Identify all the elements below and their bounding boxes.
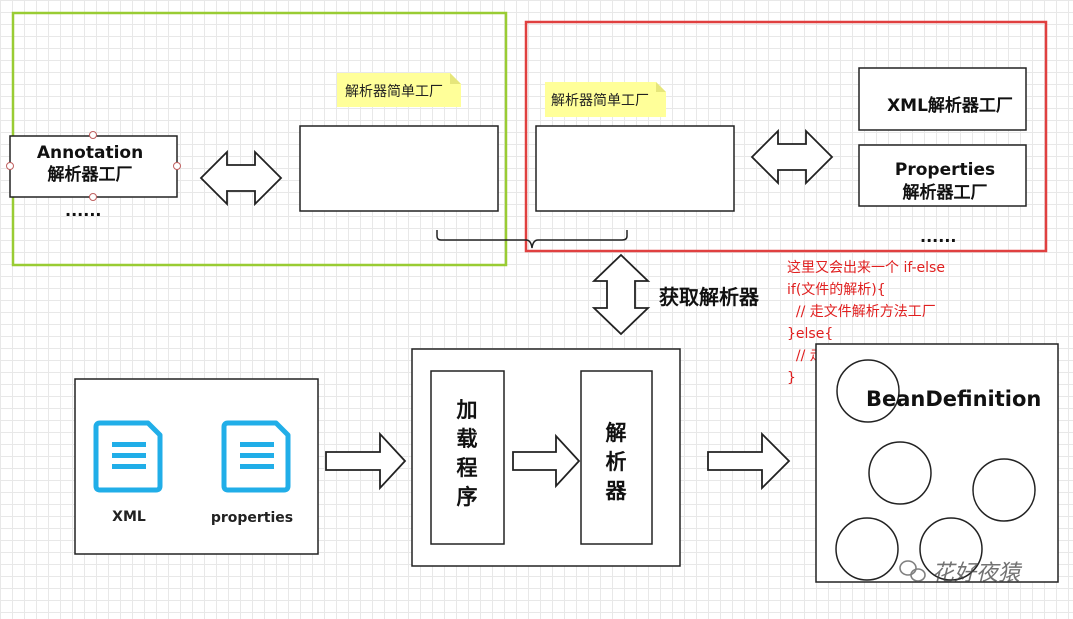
watermark: 花好夜猿 bbox=[899, 560, 1023, 586]
right-note-text: 解析器简单工厂 bbox=[551, 92, 649, 109]
left-double-arrow bbox=[199, 149, 283, 207]
right-sticky-note: 解析器简单工厂 bbox=[545, 82, 666, 117]
left-note-text: 解析器简单工厂 bbox=[345, 83, 443, 100]
left-ellipsis: ······ bbox=[65, 205, 101, 224]
properties-file-icon bbox=[221, 420, 291, 493]
arrow-loader-to-parser bbox=[512, 433, 581, 489]
right-ellipsis: ······ bbox=[920, 231, 956, 250]
properties-file-label: properties bbox=[211, 510, 293, 526]
xml-file-label: XML bbox=[112, 509, 146, 525]
properties-parser-factory-box: Properties 解析器工厂 bbox=[858, 144, 1027, 207]
loader-char-4: 序 bbox=[457, 485, 478, 509]
left-simple-factory-box bbox=[299, 125, 499, 212]
right-double-arrow bbox=[750, 128, 834, 186]
bean-circles bbox=[835, 359, 1036, 581]
annotation-box-line1: Annotation bbox=[37, 143, 143, 163]
loader-char-2: 载 bbox=[457, 427, 478, 451]
xml-file-icon bbox=[93, 420, 163, 493]
xml-factory-label: XML解析器工厂 bbox=[887, 95, 1013, 116]
vertical-double-arrow bbox=[591, 253, 651, 336]
arrow-sources-to-loader bbox=[325, 431, 407, 491]
xml-parser-factory-box: XML解析器工厂 bbox=[858, 67, 1027, 131]
get-parser-label: 获取解析器 bbox=[659, 285, 760, 309]
loader-box: 加 载 程 序 bbox=[430, 370, 505, 545]
annotation-parser-factory-box: Annotation 解析器工厂 bbox=[6, 131, 181, 201]
wechat-logo bbox=[899, 560, 926, 582]
parser-char-1: 解 bbox=[606, 421, 627, 445]
parser-box: 解 析 器 bbox=[580, 370, 653, 545]
grouping-brace bbox=[436, 230, 628, 249]
loader-char-1: 加 bbox=[456, 398, 478, 422]
right-simple-factory-box bbox=[535, 125, 735, 212]
beandefinition-container bbox=[815, 343, 1059, 583]
comment-line-4: }else{ bbox=[787, 326, 833, 342]
beandefinition-label: BeanDefinition bbox=[866, 387, 1041, 411]
parser-char-2: 析 bbox=[606, 450, 627, 474]
right-factory-frame bbox=[524, 20, 1048, 253]
comment-line-3: // 走文件解析方法工厂 bbox=[787, 304, 936, 320]
arrow-parser-to-beandefinition bbox=[707, 431, 791, 491]
loader-char-3: 程 bbox=[457, 456, 478, 480]
properties-factory-line2: 解析器工厂 bbox=[903, 182, 988, 203]
annotation-box-line2: 解析器工厂 bbox=[48, 164, 133, 185]
comment-line-2: if(文件的解析){ bbox=[787, 282, 886, 298]
comment-line-6: } bbox=[787, 370, 796, 386]
comment-line-1: 这里又会出来一个 if-else bbox=[787, 259, 945, 276]
parser-char-3: 器 bbox=[605, 479, 628, 503]
left-sticky-note: 解析器简单工厂 bbox=[337, 73, 461, 107]
watermark-text: 花好夜猿 bbox=[932, 561, 1023, 586]
source-files-box bbox=[74, 378, 319, 555]
properties-factory-line1: Properties bbox=[895, 160, 995, 180]
